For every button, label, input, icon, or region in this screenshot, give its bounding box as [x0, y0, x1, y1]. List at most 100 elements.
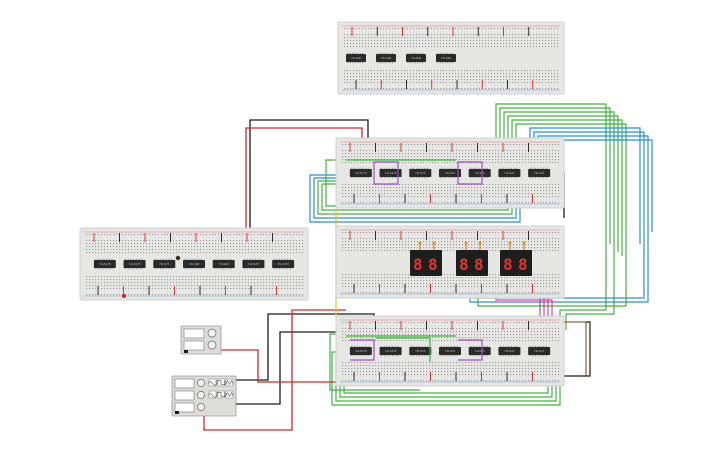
sine-wave-button[interactable]: [208, 390, 217, 399]
wire-blue[interactable]: [309, 174, 521, 223]
power-supply[interactable]: [180, 325, 222, 355]
triangle-wave-button[interactable]: [225, 378, 234, 387]
sine-wave-icon: [208, 381, 217, 386]
wire-purple[interactable]: [458, 339, 483, 361]
power-rails: [340, 229, 560, 295]
wire-purple[interactable]: [373, 161, 399, 185]
knob-icon[interactable]: [207, 340, 217, 350]
function-generator[interactable]: [171, 375, 237, 417]
square-wave-icon: [216, 392, 226, 397]
triangle-wave-button[interactable]: [225, 390, 234, 399]
jumper-stubs: [349, 143, 533, 203]
chip-label: 74LS175: [99, 262, 111, 266]
sine-wave-button[interactable]: [208, 378, 217, 387]
capacitor[interactable]: [175, 255, 181, 261]
breadboard-upper-right[interactable]: 74LS175 74LS175 74LS76 74LS76 74LS76 74LS47 74…: [335, 137, 565, 209]
hole-grid: [342, 144, 560, 204]
chip-label: 74LS47: [504, 171, 515, 175]
ic-chip[interactable]: 74LS47: [498, 345, 521, 357]
display-digit: 8: [503, 255, 513, 274]
jumper-stubs: [93, 233, 277, 295]
chip-label: 74LS47: [534, 171, 545, 175]
wire-black[interactable]: [560, 321, 591, 377]
power-rails: [84, 231, 304, 297]
ic-chip[interactable]: 74LS76: [153, 258, 176, 270]
ic-chip[interactable]: 74LS47: [498, 167, 521, 179]
ic-chip[interactable]: 74LS76: [439, 345, 461, 357]
knob-icon[interactable]: [197, 391, 205, 399]
triangle-wave-icon: [225, 391, 234, 398]
wires-layer-front: [346, 159, 483, 362]
ic-chip[interactable]: 74LS76: [468, 345, 491, 357]
wire-green[interactable]: [565, 248, 615, 330]
power-switch[interactable]: [175, 411, 179, 414]
wire-endpoint[interactable]: [122, 294, 126, 298]
wire-green[interactable]: [559, 240, 607, 330]
display-digit: 8: [518, 255, 528, 274]
chip-label: 74LS175: [355, 349, 367, 353]
sine-wave-icon: [208, 393, 217, 398]
ic-chip[interactable]: 74LS08: [183, 258, 205, 270]
wire-black[interactable]: [249, 119, 369, 232]
ic-chip[interactable]: 74LS157: [242, 258, 265, 270]
chip-label: 74LS08: [219, 262, 230, 266]
breadboard-top[interactable]: 74LS00 74LS00 74LS00 74LS00: [337, 21, 565, 95]
chip-label: 74LS175: [355, 171, 367, 175]
display-digit: 8: [428, 255, 438, 274]
wire-purple[interactable]: [350, 339, 375, 361]
ic-chip[interactable]: 74LS175: [349, 345, 372, 357]
ic-chip[interactable]: 74LS76: [409, 167, 432, 179]
ic-chip[interactable]: 74LS76: [468, 167, 491, 179]
chip-label: 74LS47: [504, 349, 515, 353]
jumper-stubs: [351, 27, 534, 89]
knob-icon[interactable]: [197, 403, 205, 411]
display-digit: 8: [459, 255, 469, 274]
fg-display: [174, 390, 195, 401]
fg-display: [174, 402, 195, 413]
ic-chip[interactable]: 74LS00: [436, 52, 456, 64]
chip-label: 74LS08: [189, 262, 200, 266]
breadboard-left[interactable]: 74LS175 74LS175 74LS76 74LS08 74LS08 74LS157 7…: [79, 227, 309, 301]
triangle-wave-icon: [225, 379, 234, 386]
knob-icon[interactable]: [207, 328, 217, 338]
chip-label: 74LS00: [411, 56, 422, 60]
ic-chip[interactable]: 74LS175: [123, 258, 146, 270]
knob-icon[interactable]: [197, 379, 205, 387]
chip-label: 74LS00: [381, 56, 392, 60]
ic-chip[interactable]: 74LS175: [349, 167, 372, 179]
ic-chip[interactable]: 74LS175: [93, 258, 116, 270]
display-digit: 8: [413, 255, 423, 274]
ic-chip[interactable]: 74LS157: [272, 258, 295, 270]
ic-chip[interactable]: 74LS00: [346, 52, 366, 64]
ic-chip[interactable]: 74LS00: [376, 52, 396, 64]
power-rails: [340, 319, 560, 383]
ic-chip[interactable]: 74LS175: [379, 167, 402, 179]
ic-chip[interactable]: 74LS00: [406, 52, 426, 64]
ic-chip[interactable]: 74LS47: [528, 167, 551, 179]
ic-chip[interactable]: 74LS76: [409, 345, 432, 357]
wire-black[interactable]: [212, 331, 360, 405]
ic-chip[interactable]: 74LS47: [528, 345, 551, 357]
chip-label: 74LS76: [415, 349, 426, 353]
chip-label: 74LS76: [475, 171, 486, 175]
jumper-stubs: [349, 231, 533, 293]
ic-chip[interactable]: 74LS76: [439, 167, 461, 179]
wire-green[interactable]: [329, 333, 420, 391]
chip-label: 74LS00: [441, 56, 452, 60]
ic-chip[interactable]: 74LS175: [379, 345, 402, 357]
chip-label: 74LS76: [475, 349, 486, 353]
ps-display: [183, 340, 205, 351]
breadboard-middle-right[interactable]: [335, 225, 565, 299]
hole-grid: [344, 28, 559, 90]
breadboard-lower-right[interactable]: 74LS175 74LS175 74LS76 74LS76 74LS76 74LS47 74…: [335, 315, 565, 387]
ic-chip[interactable]: 74LS08: [212, 258, 235, 270]
power-switch[interactable]: [184, 350, 188, 353]
wire-red[interactable]: [203, 309, 346, 431]
wire-green[interactable]: [376, 337, 431, 362]
power-rails: [340, 141, 560, 205]
wire-purple[interactable]: [457, 161, 483, 185]
wire-green[interactable]: [495, 103, 607, 240]
